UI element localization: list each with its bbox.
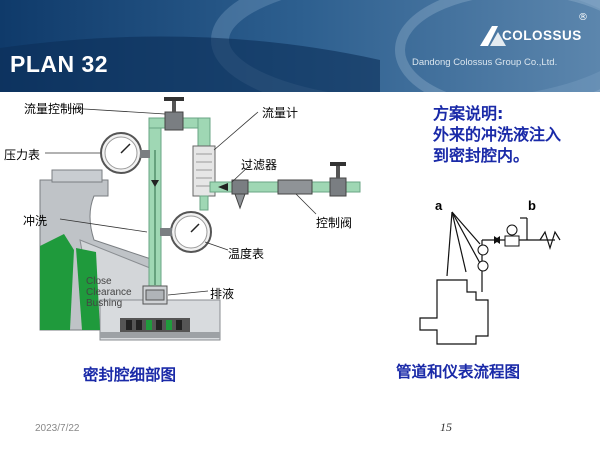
label-thermometer: 温度表	[228, 247, 265, 261]
impeller-blade	[76, 248, 100, 330]
page-title: PLAN 32	[10, 51, 109, 77]
logo-mark-icon	[480, 26, 506, 46]
company-name: Dandong Colossus Group Co.,Ltd.	[412, 57, 558, 68]
flowchart-caption: 管道和仪表流程图	[396, 363, 521, 381]
label-pressure-gauge: 压力表	[4, 148, 41, 162]
page-number: 15	[440, 420, 452, 434]
label-flow-meter: 流量计	[262, 106, 299, 120]
drain-fitting	[142, 285, 168, 305]
logo-text: COLOSSUS	[502, 28, 582, 43]
inlet-line	[209, 162, 361, 210]
plan-description: 方案说明: 外来的冲洗液注入 到密封腔内。	[433, 103, 561, 166]
diagram-caption: 密封腔细部图	[83, 366, 177, 384]
label-drain: 排液	[210, 287, 235, 301]
description-line-1: 外来的冲洗液注入	[433, 125, 562, 144]
company-logo: COLOSSUS ®	[478, 12, 588, 54]
pid-instruments	[477, 224, 520, 272]
label-flow-control-valve: 流量控制阀	[24, 102, 85, 116]
footer-date: 2023/7/22	[35, 423, 80, 434]
label-flush: 冲洗	[23, 214, 48, 228]
description-line-2: 到密封腔内。	[433, 146, 530, 165]
description-heading: 方案说明:	[433, 104, 504, 123]
registered-mark: ®	[578, 12, 588, 23]
pid-label-b: b	[528, 198, 536, 213]
pid-label-a: a	[435, 198, 443, 213]
label-close-clearance-bushing: Close Clearance Bushing	[86, 276, 132, 309]
pressure-gauge	[100, 132, 150, 174]
thermometer-gauge	[160, 211, 212, 253]
header-banner: PLAN 32 COLOSSUS ® Dandong Colossus Grou…	[0, 0, 600, 92]
label-control-valve: 控制阀	[316, 216, 353, 230]
label-filter: 过滤器	[241, 158, 278, 172]
leader-lines	[45, 107, 317, 296]
impeller	[40, 234, 74, 330]
flow-control-valve	[164, 97, 184, 131]
mechanical-seal	[100, 318, 220, 338]
